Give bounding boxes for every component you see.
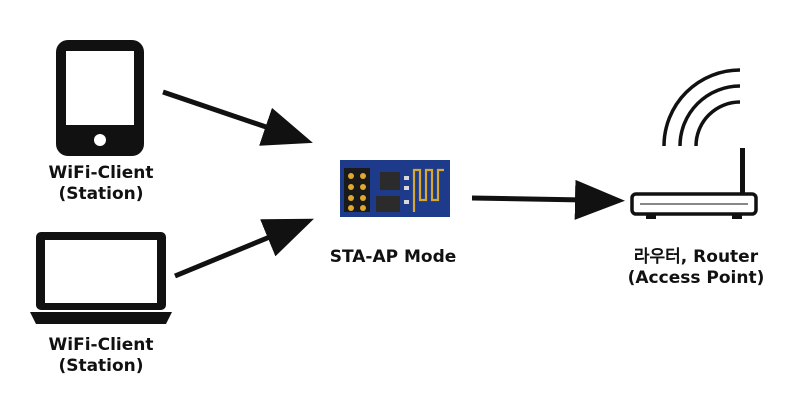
phone-label-line2: (Station) <box>58 184 143 204</box>
arrow-laptop-to-module <box>174 218 314 279</box>
arrow-module-to-router <box>471 179 625 220</box>
esp-module-icon <box>340 160 450 217</box>
phone-icon <box>56 40 144 156</box>
phone-label-line1: WiFi-Client <box>49 163 154 183</box>
router-label-line2: (Access Point) <box>628 268 765 288</box>
module-label: STA-AP Mode <box>330 247 457 267</box>
laptop-icon <box>30 232 172 324</box>
laptop-label-line1: WiFi-Client <box>49 335 154 355</box>
laptop-label-line2: (Station) <box>58 356 143 376</box>
arrow-phone-to-module <box>162 89 313 146</box>
router-icon <box>630 68 758 219</box>
router-label-line1: 라우터, Router <box>634 247 759 267</box>
